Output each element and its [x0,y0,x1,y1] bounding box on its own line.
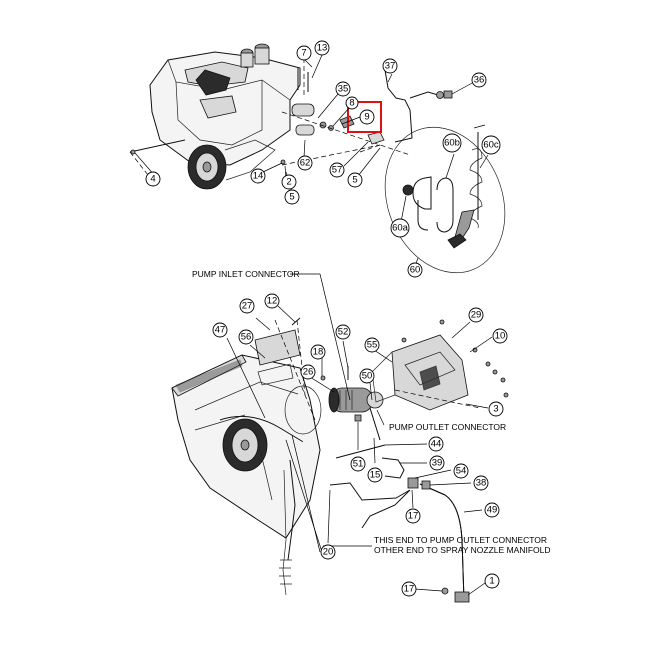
pump-inlet-callout: PUMP INLET CONNECTOR [192,269,300,279]
callout-3: 3 [488,401,504,417]
callout-51: 51 [350,456,366,472]
callout-29: 29 [468,307,484,323]
callout-17b-label: 17 [404,584,415,595]
callout-62: 62 [297,155,313,171]
callout-47-label: 47 [215,325,226,336]
callout-8-label: 8 [349,98,354,109]
callout-37: 37 [382,58,398,74]
callout-2: 2 [281,174,297,190]
callout-5a: 5 [347,172,363,188]
callout-29-label: 29 [471,310,482,321]
callout-9: 9 [359,109,375,125]
callout-12: 12 [264,293,280,309]
callout-35: 35 [335,81,351,97]
callout-56: 56 [238,329,254,345]
hose-note-line-2: OTHER END TO SPRAY NOZZLE MANIFOLD [374,545,550,555]
callout-14: 14 [250,168,266,184]
highlight-box [347,101,382,133]
top-machine-assembly [129,43,453,190]
callout-9-label: 9 [364,112,369,123]
callout-10: 10 [492,328,508,344]
callout-20-label: 20 [323,547,334,558]
callout-5a-label: 5 [352,175,357,186]
callout-57: 57 [329,162,345,178]
pump-outlet-callout: PUMP OUTLET CONNECTOR [389,422,506,432]
callout-15: 15 [367,467,383,483]
callout-4: 4 [145,171,161,187]
callout-1-label: 1 [489,576,494,587]
callout-14-label: 14 [253,171,264,182]
callout-52-label: 52 [338,327,349,338]
callout-37-label: 37 [385,61,396,72]
spray-wand-kit [384,124,506,274]
bottom-machine-assembly [171,317,509,603]
callout-55-label: 55 [367,340,378,351]
callout-26-label: 26 [303,367,314,378]
callout-38: 38 [473,475,489,491]
callout-51-label: 51 [353,459,364,470]
callout-4-label: 4 [150,174,155,185]
callout-60b-label: 60b [444,138,460,149]
callout-39: 39 [429,455,445,471]
callout-27: 27 [239,298,255,314]
callout-49: 49 [484,502,500,518]
callout-54-label: 54 [456,466,467,477]
callout-5b: 5 [284,189,300,205]
callout-13-label: 13 [317,43,328,54]
callout-44-label: 44 [431,439,442,450]
callout-18-label: 18 [313,347,324,358]
callout-35-label: 35 [338,84,349,95]
bottom-leaders [226,273,493,596]
callout-55: 55 [364,337,380,353]
callout-7: 7 [296,45,312,61]
callout-44: 44 [428,436,444,452]
callout-52: 52 [335,324,351,340]
callout-54: 54 [453,463,469,479]
callout-5b-label: 5 [289,192,294,203]
callout-60c-label: 60c [483,140,499,151]
callout-8: 8 [345,96,359,110]
callout-20: 20 [320,544,336,560]
callout-60a-label: 60a [392,223,409,234]
callout-17a: 17 [405,508,421,524]
callout-38-label: 38 [476,478,487,489]
callout-2-label: 2 [286,177,291,188]
callout-50-label: 50 [362,371,373,382]
callout-50: 50 [359,368,375,384]
hose-note-line-1: THIS END TO PUMP OUTLET CONNECTOR [374,535,547,545]
callout-7-label: 7 [301,48,306,59]
callout-56-label: 56 [241,332,252,343]
callout-26: 26 [300,364,316,380]
callout-17a-label: 17 [408,511,419,522]
callout-18: 18 [310,344,326,360]
callout-13: 13 [314,40,330,56]
callout-27-label: 27 [242,301,253,312]
callout-12-label: 12 [267,296,278,307]
callout-39-label: 39 [432,458,443,469]
callout-36-label: 36 [474,75,485,86]
callout-60: 60 [407,262,423,278]
callout-49-label: 49 [487,505,498,516]
top-leaders [134,54,489,267]
callout-62-label: 62 [300,158,311,169]
callout-36: 36 [471,72,487,88]
callout-60-label: 60 [410,265,421,276]
callout-3-label: 3 [493,404,498,415]
callout-47: 47 [212,322,228,338]
callout-57-label: 57 [332,165,343,176]
callout-60c: 60c [481,135,501,155]
callout-17b: 17 [401,581,417,597]
callout-60a: 60a [390,218,410,238]
callout-10-label: 10 [495,331,506,342]
callout-15-label: 15 [370,470,381,481]
callout-60b: 60b [442,133,462,153]
callout-1: 1 [484,573,500,589]
